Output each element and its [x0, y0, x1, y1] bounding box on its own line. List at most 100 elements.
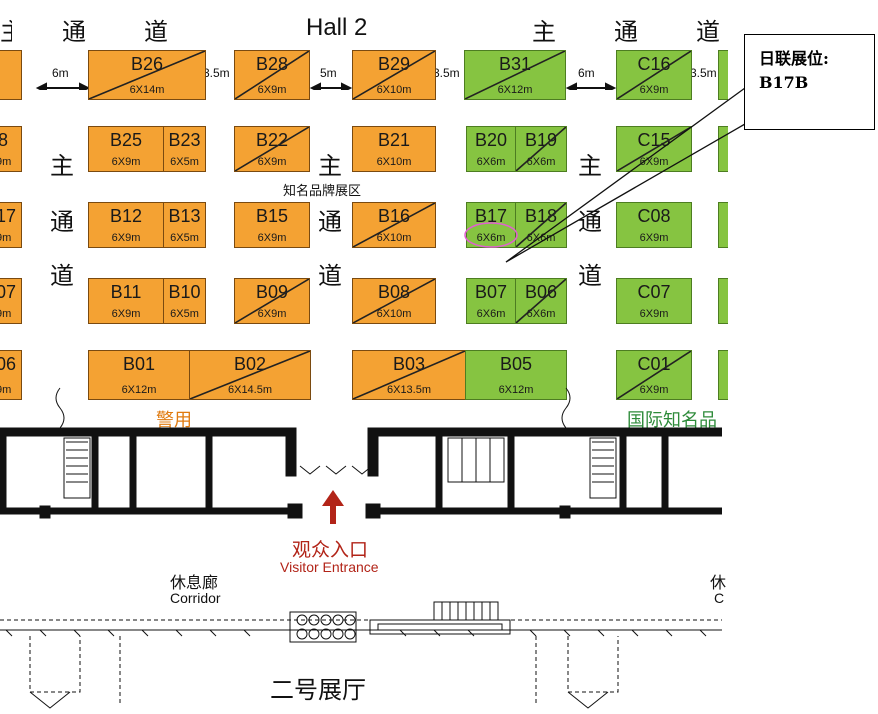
- booth-partial-edge-3[interactable]: 17 9m: [0, 202, 22, 248]
- aisle-char-top-dao: 道: [144, 18, 168, 46]
- booth-b18[interactable]: B18 6X6m: [515, 202, 567, 248]
- booth-code: B28: [255, 54, 289, 74]
- booth-size: 6X6m: [476, 232, 506, 244]
- booth-b07[interactable]: B07 6X6m: [466, 278, 516, 324]
- booth-code: B13: [168, 206, 201, 226]
- dim-5m: 5m: [320, 66, 337, 80]
- booth-partial-edge-5[interactable]: 06 9m: [0, 350, 22, 400]
- booth-c16[interactable]: C16 6X9m: [616, 50, 692, 100]
- dim-3-5m-3: 3.5m: [690, 66, 717, 80]
- booth-b01[interactable]: B01 6X12m: [88, 350, 190, 400]
- aisle-char-top-tong-2: 通: [614, 18, 638, 46]
- aisle-char-right-tong: 通: [578, 208, 602, 236]
- booth-code: B15: [255, 206, 289, 226]
- aisle-char-left-zhu: 主: [50, 152, 74, 180]
- booth-b23[interactable]: B23 6X5m: [163, 126, 206, 172]
- booth-size: 6X9m: [111, 308, 141, 320]
- dimension-arrows: [35, 82, 617, 90]
- booth-c15[interactable]: C15 6X9m: [616, 126, 692, 172]
- booth-size: 6X14m: [129, 84, 165, 96]
- booth-size: 6X10m: [376, 308, 412, 320]
- booth-b05[interactable]: B05 6X12m: [465, 350, 567, 400]
- booth-size: 6X10m: [376, 84, 412, 96]
- booth-code: B03: [392, 354, 426, 374]
- booth-b13[interactable]: B13 6X5m: [163, 202, 206, 248]
- corridor-label-cn-partial: 休: [710, 575, 727, 592]
- booth-code: B22: [255, 130, 289, 150]
- booth-b16[interactable]: B16 6X10m: [352, 202, 436, 248]
- edge-fragment-5: 07: [0, 282, 17, 302]
- aisle-char-top-dao-2: 道: [696, 18, 720, 46]
- booth-b15[interactable]: B15 6X9m: [234, 202, 310, 248]
- booth-b22[interactable]: B22 6X9m: [234, 126, 310, 172]
- dim-6m-right: 6m: [578, 66, 595, 80]
- booth-size: 6X9m: [111, 156, 141, 168]
- booth-b26[interactable]: B26 6X14m: [88, 50, 206, 100]
- booth-size: 6X5m: [170, 156, 199, 168]
- booth-code: B20: [474, 130, 508, 150]
- booth-b21[interactable]: B21 6X10m: [352, 126, 436, 172]
- booth-b29[interactable]: B29 6X10m: [352, 50, 436, 100]
- booth-size: 6X6m: [476, 308, 506, 320]
- booth-partial-edge-2[interactable]: 8 9m: [0, 126, 22, 172]
- booth-size: 6X10m: [376, 232, 412, 244]
- booth-size: 6X10m: [376, 156, 412, 168]
- booth-partial-right-1[interactable]: [718, 50, 728, 100]
- booth-size: 6X9m: [257, 232, 287, 244]
- booth-b02[interactable]: B02 6X14.5m: [189, 350, 311, 400]
- booth-code: B10: [168, 282, 201, 302]
- aisle-char-left-tong: 通: [50, 208, 74, 236]
- booth-code: B16: [377, 206, 411, 226]
- booth-code: B02: [233, 354, 267, 374]
- aisle-char-left-edge: 主: [0, 12, 12, 47]
- visitor-entrance-cn: 观众入口: [292, 540, 369, 561]
- booth-code: B23: [168, 130, 201, 150]
- booth-size: 6X5m: [170, 232, 199, 244]
- booth-b08[interactable]: B08 6X10m: [352, 278, 436, 324]
- booth-b06[interactable]: B06 6X6m: [515, 278, 567, 324]
- booth-b25[interactable]: B25 6X9m: [88, 126, 164, 172]
- booth-b28[interactable]: B28 6X9m: [234, 50, 310, 100]
- booth-b19[interactable]: B19 6X6m: [515, 126, 567, 172]
- edge-fragment-4: 9m: [0, 232, 12, 244]
- aisle-char-top-tong: 通: [62, 18, 86, 46]
- booth-size: 6X12m: [498, 384, 534, 396]
- booth-b20[interactable]: B20 6X6m: [466, 126, 516, 172]
- booth-size: 6X9m: [257, 156, 287, 168]
- booth-code: B07: [474, 282, 508, 302]
- booth-c07[interactable]: C07 6X9m: [616, 278, 692, 324]
- booth-c08[interactable]: C08 6X9m: [616, 202, 692, 248]
- booth-code: B21: [377, 130, 411, 150]
- booth-code: B26: [130, 54, 164, 74]
- booth-partial-right-4[interactable]: [718, 278, 728, 324]
- booth-size: 6X9m: [257, 84, 287, 96]
- booth-code: B17: [474, 206, 508, 226]
- booth-partial-edge-1[interactable]: [0, 50, 22, 100]
- booth-size: 6X6m: [476, 156, 506, 168]
- callout-title: 日联展位:: [759, 49, 829, 68]
- booth-b09[interactable]: B09 6X9m: [234, 278, 310, 324]
- corridor-label-cn: 休息廊: [170, 575, 219, 592]
- booth-b11[interactable]: B11 6X9m: [88, 278, 164, 324]
- aisle-char-center-tong: 通: [318, 208, 342, 236]
- hall-name-cn: 二号展厅: [270, 677, 366, 704]
- booth-partial-right-2[interactable]: [718, 126, 728, 172]
- booth-b10[interactable]: B10 6X5m: [163, 278, 206, 324]
- aisle-char-center-zhu: 主: [318, 152, 342, 180]
- booth-code: B29: [377, 54, 411, 74]
- booth-partial-right-5[interactable]: [718, 350, 728, 400]
- booth-size: 6X9m: [639, 308, 669, 320]
- dim-3-5m-2: 3.5m: [433, 66, 460, 80]
- aisle-char-left-dao: 道: [50, 262, 74, 290]
- booth-b12[interactable]: B12 6X9m: [88, 202, 164, 248]
- edge-fragment-7: 06: [0, 354, 17, 374]
- corridor-label-en: Corridor: [170, 590, 221, 606]
- booth-partial-right-3[interactable]: [718, 202, 728, 248]
- booth-code: C08: [637, 206, 671, 226]
- callout-pointer: [505, 87, 746, 263]
- hall-title: Hall 2: [306, 14, 368, 41]
- edge-fragment-3: 17: [0, 206, 17, 226]
- edge-fragment-1: 8: [0, 130, 9, 150]
- edge-fragment-2: 9m: [0, 156, 12, 168]
- booth-partial-edge-4[interactable]: 07 9m: [0, 278, 22, 324]
